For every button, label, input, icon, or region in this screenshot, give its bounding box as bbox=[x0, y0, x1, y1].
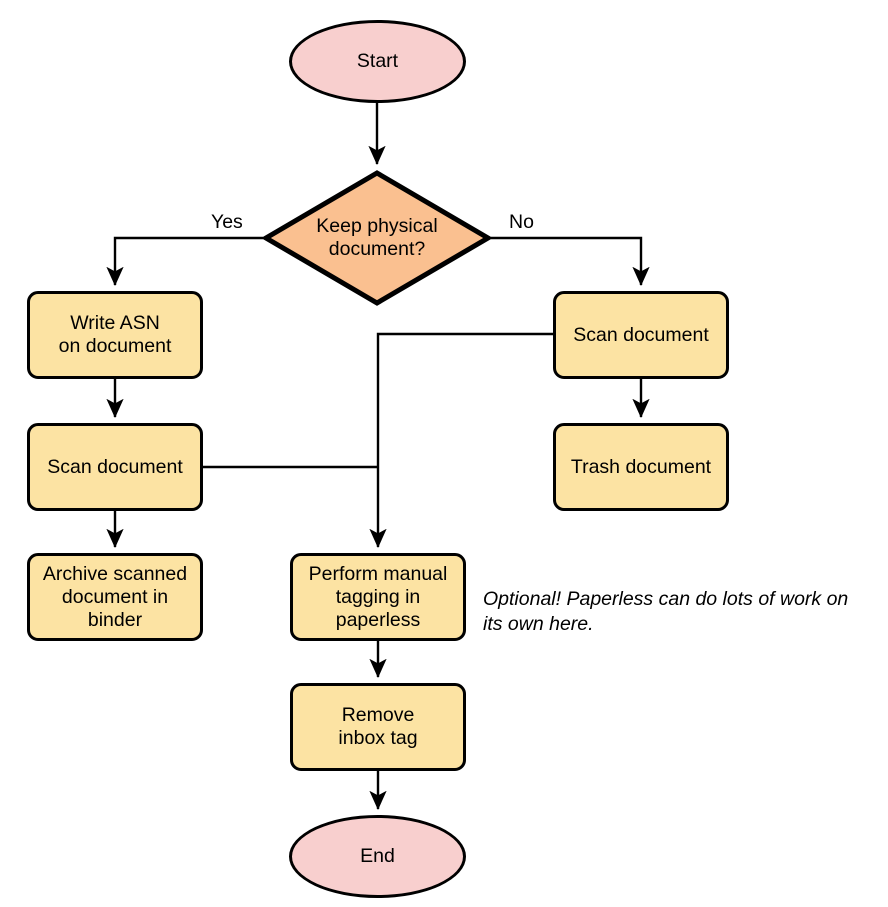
node-scan-document-left-label: Scan document bbox=[47, 455, 183, 478]
node-start-label: Start bbox=[356, 50, 399, 72]
diamond-shape bbox=[263, 170, 491, 306]
node-scan-document-left[interactable]: Scan document bbox=[27, 423, 203, 511]
edge-decision-yes-to-write-asn bbox=[106, 236, 263, 286]
edge-label-no: No bbox=[509, 211, 534, 233]
annotation-optional-note: Optional! Paperless can do lots of work … bbox=[483, 587, 848, 637]
node-trash-document-label: Trash document bbox=[570, 455, 712, 478]
edge-scan-right-to-tagging bbox=[369, 332, 553, 548]
node-end-label: End bbox=[360, 845, 395, 867]
edge-label-yes: Yes bbox=[211, 211, 243, 233]
node-end[interactable]: End bbox=[289, 815, 466, 898]
node-start[interactable]: Start bbox=[289, 20, 466, 103]
node-scan-document-right-label: Scan document bbox=[573, 323, 709, 346]
edge-decision-no-to-scan-right bbox=[491, 236, 650, 286]
node-scan-document-right[interactable]: Scan document bbox=[553, 291, 729, 379]
annotation-optional-note-line1: Optional! Paperless can do lots of work … bbox=[483, 588, 849, 610]
node-trash-document[interactable]: Trash document bbox=[553, 423, 729, 511]
annotation-optional-note-line2: its own here. bbox=[483, 613, 594, 635]
